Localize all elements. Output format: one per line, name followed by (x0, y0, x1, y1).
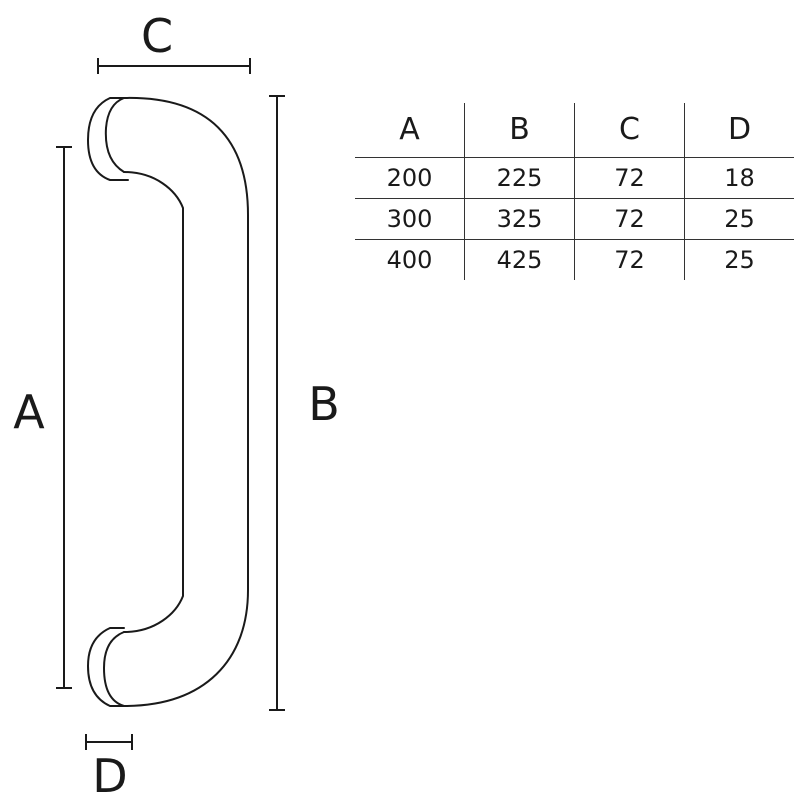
table-header-d: D (684, 103, 794, 158)
table-header-c: C (574, 103, 685, 158)
table-cell: 200 (355, 157, 465, 199)
dimension-d: D (85, 734, 133, 800)
label-b: B (308, 377, 340, 431)
table-header-a: A (399, 112, 420, 147)
top-mount-foot (87, 97, 129, 181)
table-cell: 72 (574, 198, 685, 240)
table-cell: 72 (574, 239, 685, 280)
dimension-table: A B C D 200 225 72 18 300 325 72 25 400 … (355, 103, 794, 280)
table-cell: 300 (355, 198, 465, 240)
handle-inner-contour (123, 171, 184, 633)
table-cell: 225 (464, 157, 575, 199)
dimension-a: A (13, 146, 72, 689)
bottom-mount-foot (87, 627, 127, 707)
table-cell: 25 (684, 239, 794, 280)
table-cell: 72 (574, 157, 685, 199)
table-row: 200 225 72 18 (355, 157, 794, 199)
dimension-c: C (97, 9, 251, 74)
table-cell: 25 (684, 198, 794, 240)
label-d: D (92, 749, 127, 800)
table-row: 300 325 72 25 (355, 198, 794, 240)
label-c: C (141, 9, 173, 63)
handle-outer-contour (103, 96, 249, 707)
table-cell: 425 (464, 239, 575, 280)
label-a: A (13, 385, 45, 439)
dimension-b: B (269, 95, 340, 711)
table-cell: 400 (355, 239, 465, 280)
table-header-b: B (464, 103, 575, 158)
table-header-row: A B C D (355, 103, 794, 158)
table-cell: 18 (684, 157, 794, 199)
table-cell: 325 (464, 198, 575, 240)
table-row: 400 425 72 25 (355, 239, 794, 280)
pull-handle (87, 96, 249, 707)
